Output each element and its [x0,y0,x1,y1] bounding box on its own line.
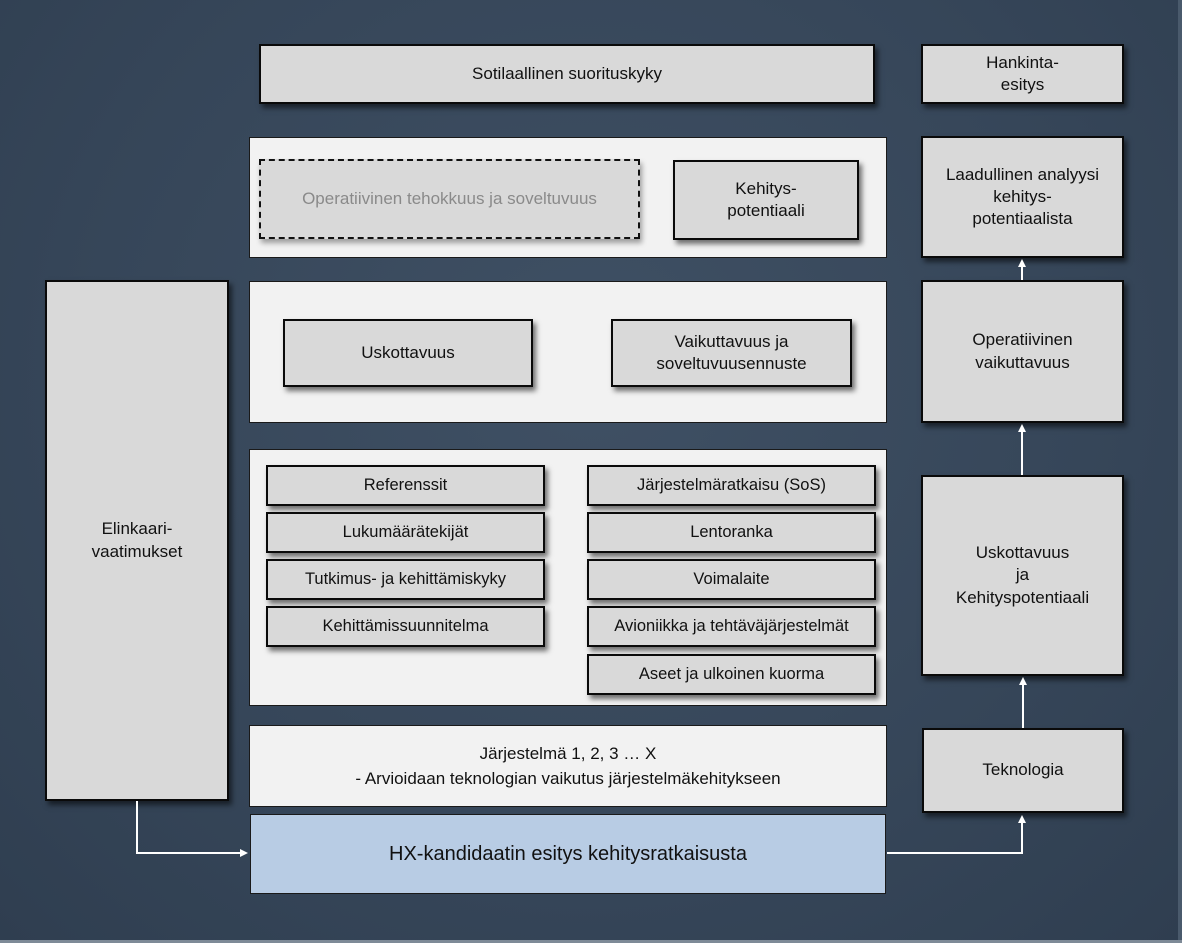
systems-panel: Järjestelmä 1, 2, 3 … X - Arvioidaan tek… [249,725,887,807]
qualitative-analysis-box: Laadullinen analyysi kehitys- potentiaal… [921,136,1124,258]
systems-line2: - Arvioidaan teknologian vaikutus järjes… [355,769,781,788]
technology-label: Teknologia [982,760,1064,780]
operational-effectiveness-label: Operatiivinen tehokkuus ja soveltuvuus [302,188,597,208]
military-capability-label: Sotilaallinen suorituskyky [472,63,662,83]
operational-right-line2: vaikuttavuus [975,352,1070,372]
operational-effectiveness-box: Operatiivinen tehokkuus ja soveltuvuus [259,159,640,239]
effectiveness-forecast-line1: Vaikuttavuus ja [674,331,789,351]
technology-box: Teknologia [922,728,1124,813]
factor-left-item: Kehittämissuunnitelma [266,606,545,647]
factor-label: Voimalaite [693,569,770,588]
factor-right-item: Lentoranka [587,512,876,553]
factor-label: Lukumäärätekijät [342,522,469,541]
arrow-lifecycle-to-hx [136,801,248,857]
slide-edge-right [1178,0,1182,943]
credibility-box: Uskottavuus [283,319,533,387]
slide-edge-bottom [0,940,1182,943]
credibility-potential-line2: ja [1015,565,1030,585]
procurement-proposal-box: Hankinta- esitys [921,44,1124,104]
factor-right-item: Avioniikka ja tehtäväjärjestelmät [587,606,876,647]
credibility-potential-line1: Uskottavuus [975,543,1070,563]
lifecycle-line2: vaatimukset [91,541,183,561]
credibility-label: Uskottavuus [361,342,455,362]
development-potential-line2: potentiaali [727,201,805,220]
military-capability-box: Sotilaallinen suorituskyky [259,44,875,104]
lifecycle-line1: Elinkaari- [101,519,173,539]
credibility-potential-box: Uskottavuus ja Kehityspotentiaali [921,475,1124,676]
operational-effectiveness-right-box: Operatiivinen vaikuttavuus [921,280,1124,423]
factor-left-item: Lukumäärätekijät [266,512,545,553]
hx-presentation-box: HX-kandidaatin esitys kehitysratkaisusta [250,814,886,894]
qualitative-line2: kehitys- [993,186,1052,206]
effectiveness-forecast-box: Vaikuttavuus ja soveltuvuusennuste [611,319,852,387]
lifecycle-requirements-box: Elinkaari- vaatimukset [45,280,229,801]
factor-right-item: Järjestelmäratkaisu (SoS) [587,465,876,506]
procurement-proposal-line1: Hankinta- [986,52,1059,72]
factor-label: Tutkimus- ja kehittämiskyky [304,569,507,588]
development-potential-box: Kehitys- potentiaali [673,160,859,240]
factor-label: Referenssit [363,475,448,494]
factor-label: Kehittämissuunnitelma [322,616,489,635]
arrow-hx-to-technology [887,815,1026,854]
factor-left-item: Tutkimus- ja kehittämiskyky [266,559,545,600]
effectiveness-forecast-line2: soveltuvuusennuste [656,354,807,373]
factor-label: Avioniikka ja tehtäväjärjestelmät [614,616,849,635]
qualitative-line3: potentiaalista [972,209,1073,229]
factor-right-item: Aseet ja ulkoinen kuorma [587,654,876,695]
development-potential-line1: Kehitys- [735,178,797,198]
factor-right-item: Voimalaite [587,559,876,600]
factor-left-item: Referenssit [266,465,545,506]
qualitative-line1: Laadullinen analyysi [945,164,1100,184]
factor-label: Aseet ja ulkoinen kuorma [638,664,825,683]
factor-label: Lentoranka [690,522,773,541]
operational-right-line1: Operatiivinen [972,330,1073,350]
credibility-potential-line3: Kehityspotentiaali [955,587,1090,607]
procurement-proposal-line2: esitys [1000,75,1045,94]
factor-label: Järjestelmäratkaisu (SoS) [637,475,826,494]
systems-line1: Järjestelmä 1, 2, 3 … X [479,744,657,763]
hx-presentation-label: HX-kandidaatin esitys kehitysratkaisusta [389,842,747,865]
